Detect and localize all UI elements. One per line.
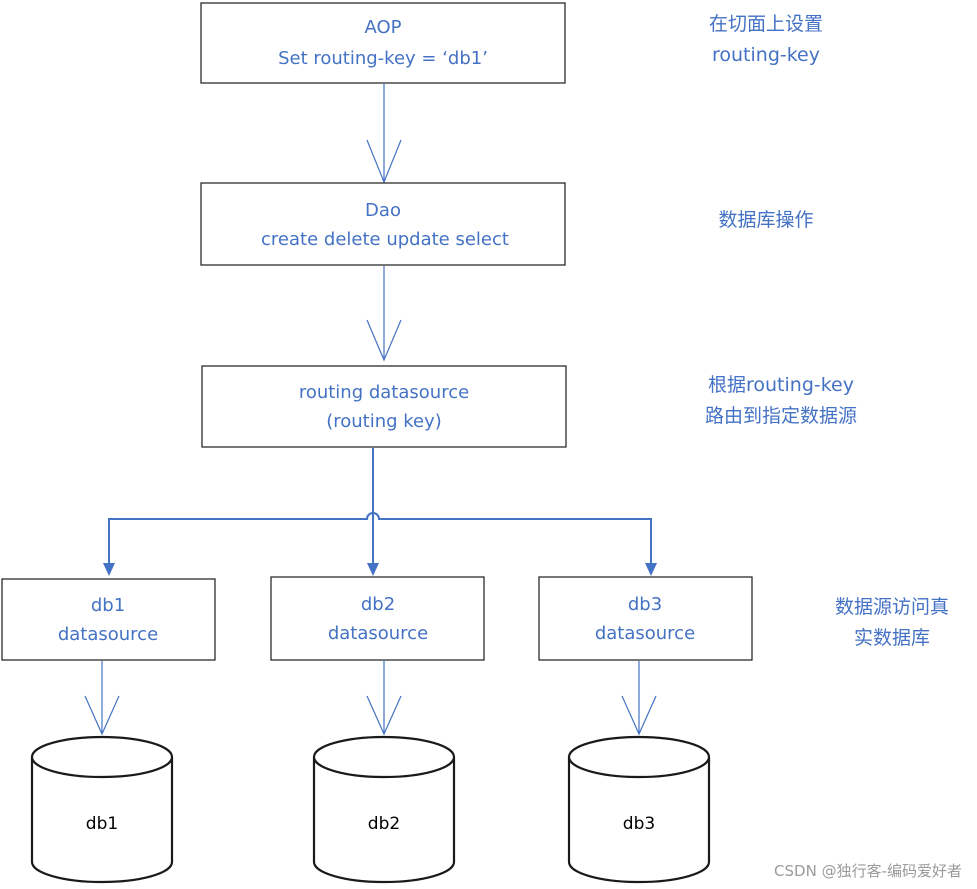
routing-connector [103, 448, 657, 576]
note-dao-line1: 数据库操作 [718, 209, 813, 231]
db1-ds-label: datasource [58, 624, 158, 645]
arrowhead-db1 [103, 563, 115, 576]
note-aop-line1: 在切面上设置 [709, 13, 823, 35]
db1-ds-name: db1 [91, 595, 125, 616]
aop-box: AOP Set routing-key = ‘db1’ [200, 2, 566, 84]
db2-database-label: db2 [368, 814, 400, 834]
db3-database-cylinder: db3 [567, 735, 711, 884]
db1-database-label: db1 [86, 814, 118, 834]
db3-datasource-box: db3 datasource [538, 576, 753, 661]
db3-database-label: db3 [623, 814, 655, 834]
note-datasource: 数据源访问真 实数据库 [835, 596, 949, 649]
routing-key-label: (routing key) [326, 411, 442, 432]
arrow-aop-to-dao [366, 84, 402, 184]
dao-operations: create delete update select [261, 229, 509, 250]
db2-datasource-box: db2 datasource [270, 576, 485, 661]
arrow-db3-ds-to-db [621, 661, 657, 736]
routing-title: routing datasource [299, 382, 469, 403]
note-aop-line2: routing-key [712, 44, 820, 66]
aop-subtitle: Set routing-key = ‘db1’ [278, 48, 488, 69]
routing-datasource-box: routing datasource (routing key) [201, 365, 567, 448]
db2-ds-name: db2 [361, 594, 395, 615]
arrowhead-db3 [645, 563, 657, 576]
note-datasource-line2: 实数据库 [854, 627, 930, 649]
arrow-db2-ds-to-db [366, 661, 402, 736]
arrow-db1-ds-to-db [84, 661, 120, 736]
note-routing-line1: 根据routing-key [708, 374, 854, 396]
note-datasource-line1: 数据源访问真 [835, 596, 949, 618]
note-routing-line2: 路由到指定数据源 [705, 405, 857, 427]
db1-datasource-box: db1 datasource [1, 578, 216, 661]
arrowhead-db2 [367, 563, 379, 576]
db3-ds-name: db3 [628, 594, 662, 615]
db1-database-cylinder: db1 [30, 735, 174, 884]
dao-title: Dao [365, 200, 401, 221]
note-routing: 根据routing-key 路由到指定数据源 [705, 374, 857, 427]
db2-ds-label: datasource [328, 623, 428, 644]
dao-box: Dao create delete update select [200, 182, 566, 266]
db3-ds-label: datasource [595, 623, 695, 644]
arrow-dao-to-routing [366, 266, 402, 362]
note-aop: 在切面上设置 routing-key [709, 13, 823, 66]
csdn-watermark: CSDN @独行客-编码爱好者 [774, 862, 962, 880]
db2-database-cylinder: db2 [312, 735, 456, 884]
note-dao: 数据库操作 [718, 209, 813, 231]
aop-title: AOP [364, 17, 401, 38]
